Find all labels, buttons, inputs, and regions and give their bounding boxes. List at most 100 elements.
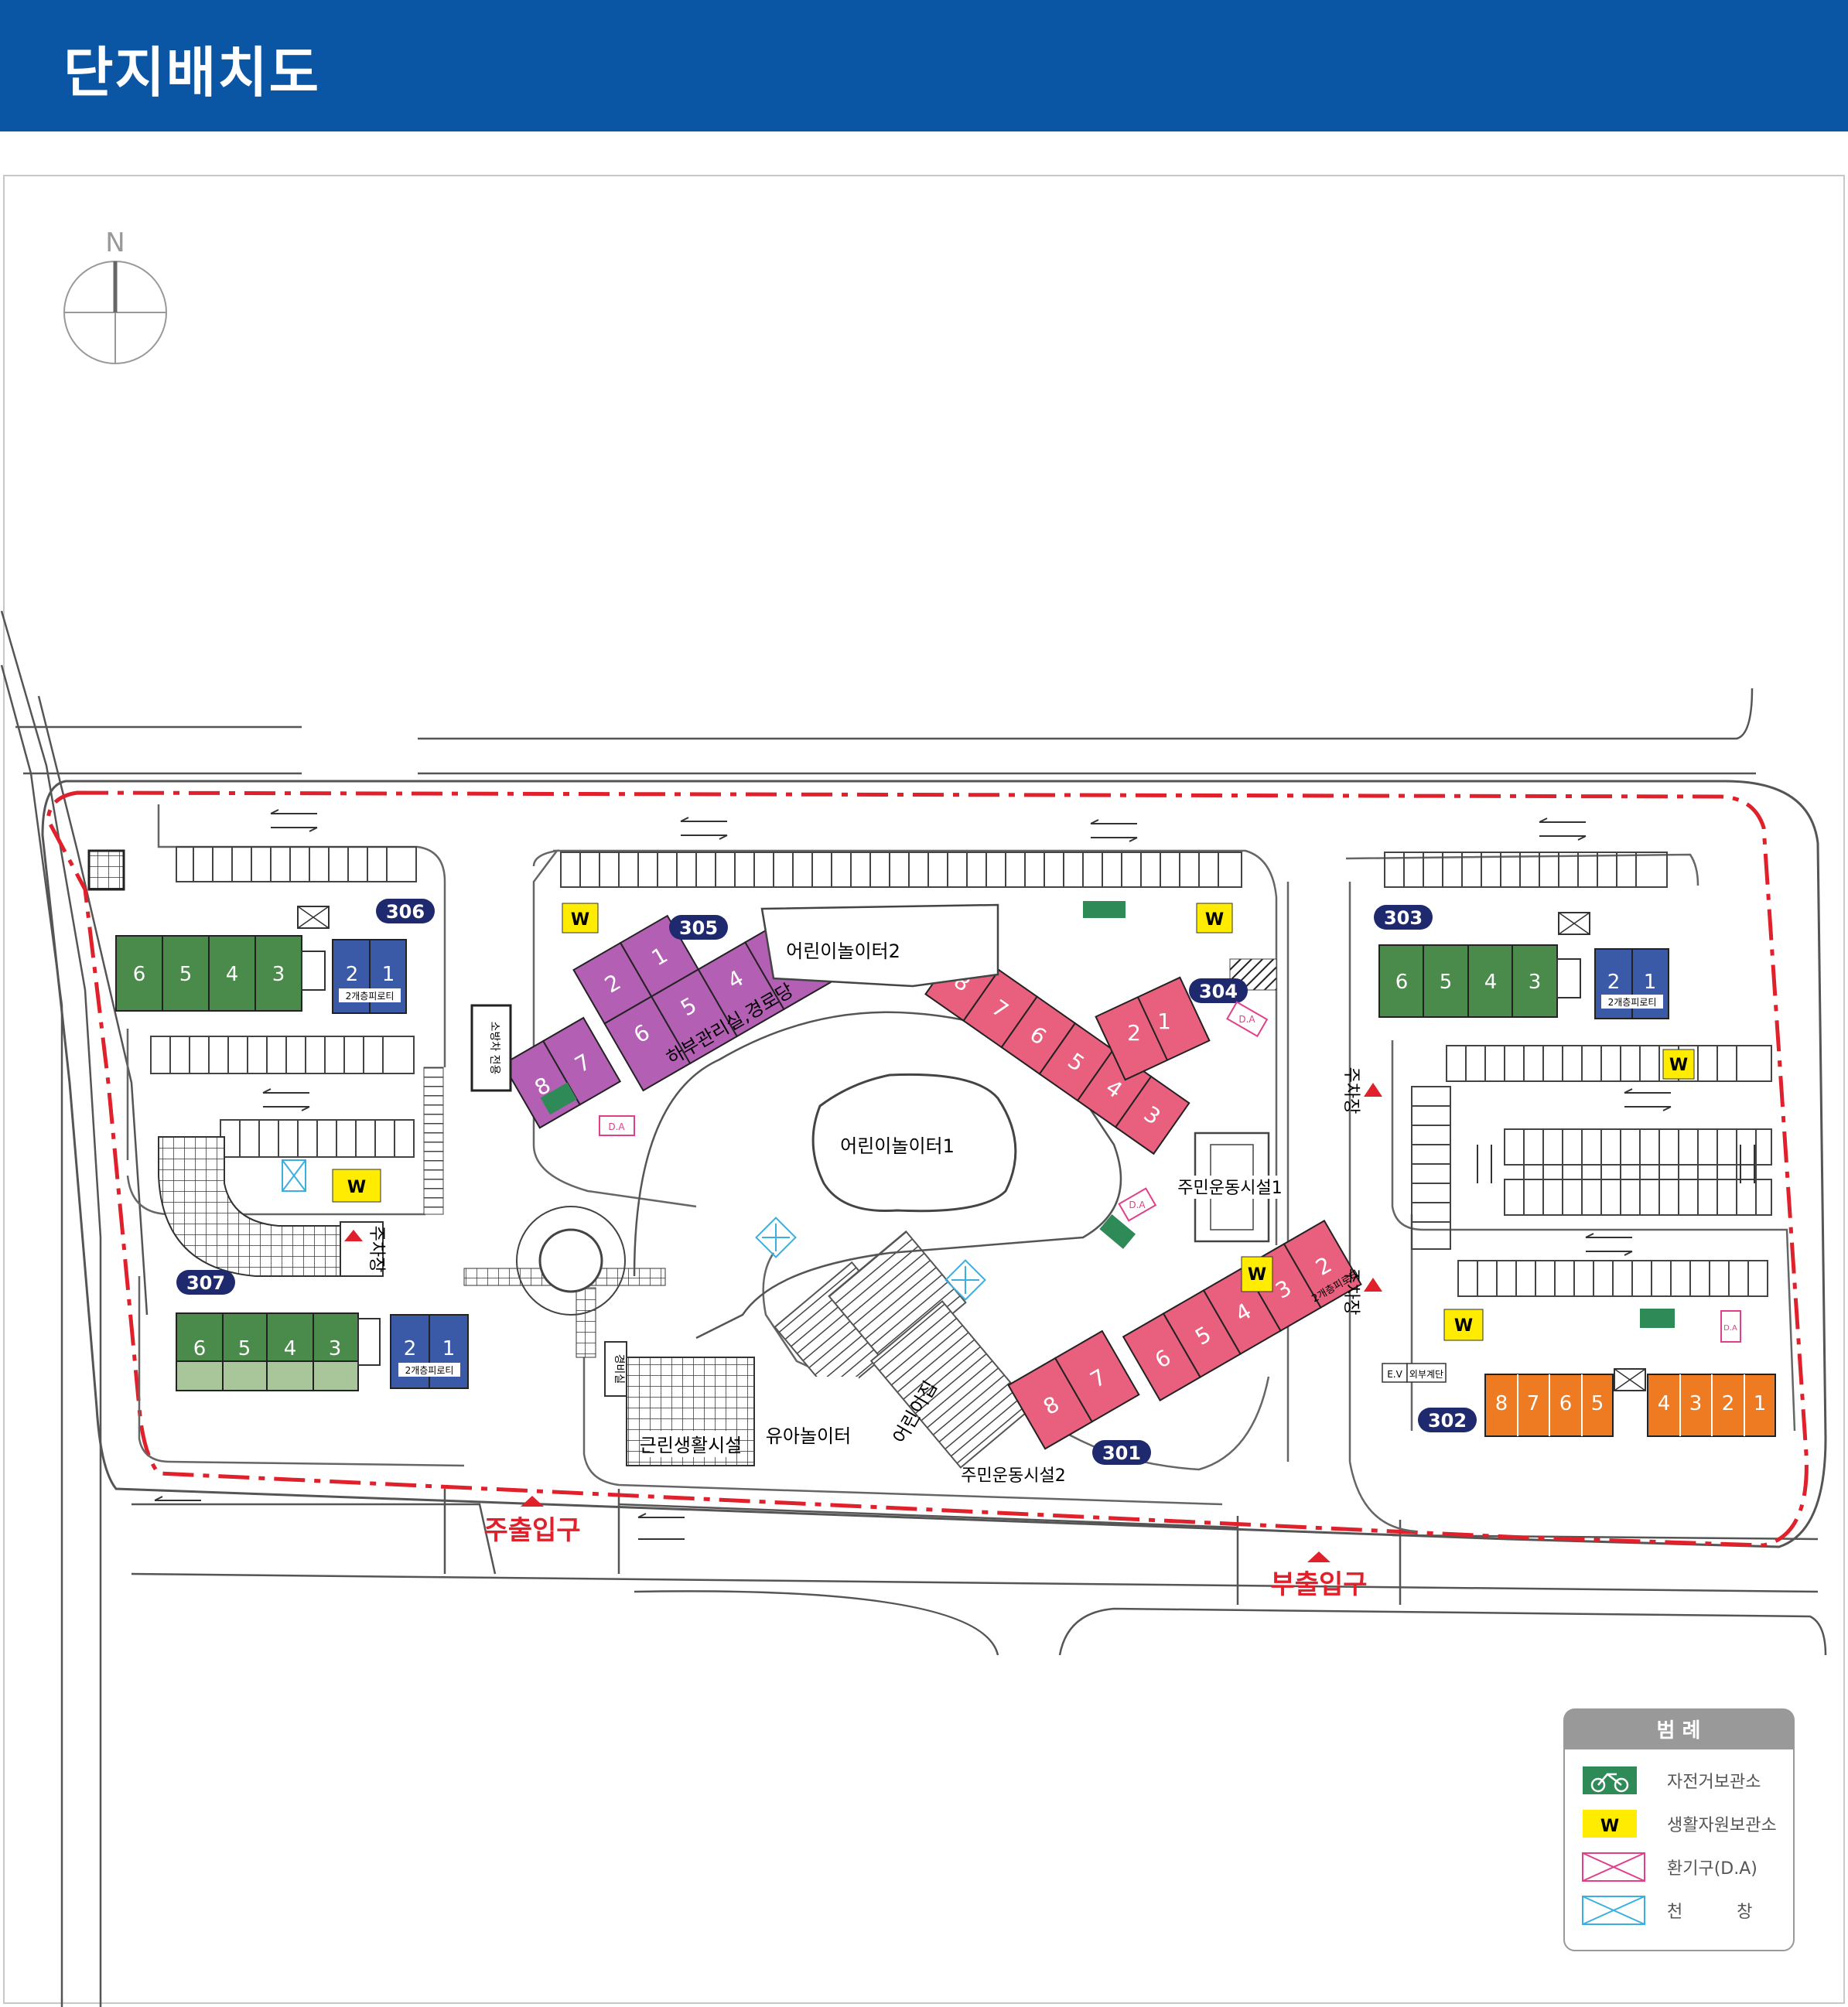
w-mark-305: W xyxy=(571,910,589,930)
building-303[interactable]: 6 5 4 3 2 1 2개층피로티 303 xyxy=(1374,905,1669,1019)
unit-302-5: 5 xyxy=(1591,1392,1604,1415)
legend: 범 례 자전거보관소 W 생활자원보관소 환기구(D.A) 천 창 xyxy=(1563,1708,1795,1951)
legend-item-recycle: W 생활자원보관소 xyxy=(1583,1810,1777,1838)
unit-306-1: 1 xyxy=(382,963,395,986)
nursery[interactable]: 유아놀이터 xyxy=(766,1377,859,1462)
guard-house[interactable]: 경비실 xyxy=(604,1341,627,1397)
retail[interactable]: 근린생활시설 xyxy=(640,1431,742,1457)
unit-307-1: 1 xyxy=(442,1337,456,1360)
compass-north-label: N xyxy=(105,227,125,258)
piloti-307: 2개층피로티 xyxy=(405,1365,454,1376)
building-305[interactable]: 8 7 6 5 4 3 2 1 하부관리실,경로당 305 xyxy=(480,862,832,1145)
legend-label-recycle: 생활자원보관소 xyxy=(1667,1816,1777,1835)
parking-label-west: 주차장 xyxy=(367,1226,386,1273)
legend-label-vent: 환기구(D.A) xyxy=(1667,1859,1757,1879)
guard-label: 경비실 xyxy=(613,1354,625,1384)
unit-307-4: 4 xyxy=(284,1337,297,1360)
da-mark-2: D.A xyxy=(1238,1014,1255,1025)
da-mark-1: D.A xyxy=(608,1121,625,1132)
fire-zone-label: 소방차 전용 xyxy=(488,1022,500,1075)
legend-title: 범 례 xyxy=(1657,1719,1701,1742)
unit-303-5: 5 xyxy=(1440,971,1453,994)
w-mark-302: W xyxy=(1454,1316,1473,1336)
skylights xyxy=(282,1159,986,1301)
unit-303-1: 1 xyxy=(1644,971,1657,994)
w-mark-303: W xyxy=(1669,1056,1688,1075)
fire-lane-zone: 소방차 전용 xyxy=(470,1004,512,1092)
playground1-area xyxy=(811,1073,1017,1213)
outer-stairs-label: 외부계단 xyxy=(1409,1369,1443,1380)
unit-307-5: 5 xyxy=(238,1337,251,1360)
building-302[interactable]: 8 7 6 5 4 3 2 1 302 xyxy=(1418,1368,1776,1437)
ev-label: E.V xyxy=(1387,1369,1402,1380)
legend-label-skylight: 천 창 xyxy=(1667,1903,1752,1922)
parking-sign-east-2[interactable]: 주차장 xyxy=(1341,1268,1382,1316)
bike-racks xyxy=(540,901,1675,1328)
legend-item-vent: 환기구(D.A) xyxy=(1582,1852,1757,1882)
map-frame xyxy=(3,175,1845,2004)
unit-306-3: 3 xyxy=(272,963,285,986)
parking-label-east1: 주차장 xyxy=(1341,1067,1361,1114)
unit-303-2: 2 xyxy=(1607,971,1621,994)
w-mark-301: W xyxy=(1248,1265,1266,1285)
recycle-w-icon xyxy=(1583,1810,1637,1838)
badge-305: 305 xyxy=(679,917,718,939)
unit-306-2: 2 xyxy=(346,963,359,986)
legend-item-skylight: 천 창 xyxy=(1582,1896,1752,1925)
building-304[interactable]: 8 7 6 5 4 3 2 1 304 xyxy=(924,942,1248,1155)
site-wall xyxy=(41,780,1827,1548)
unit-307-6: 6 xyxy=(193,1337,207,1360)
badge-302: 302 xyxy=(1428,1410,1467,1432)
badge-307: 307 xyxy=(186,1272,225,1294)
parking-sign-east-1[interactable]: 주차장 xyxy=(1341,1067,1382,1114)
badge-303: 303 xyxy=(1384,907,1423,929)
w-mark-306: W xyxy=(347,1178,366,1197)
unit-302-8: 8 xyxy=(1495,1392,1508,1415)
piloti-306: 2개층피로티 xyxy=(346,991,395,1002)
retail-label: 근린생활시설 xyxy=(640,1435,742,1456)
unit-302-7: 7 xyxy=(1527,1392,1540,1415)
sub-entrance[interactable]: 부출입구 xyxy=(1270,1551,1368,1600)
building-307[interactable]: 6 5 4 3 2 1 2개층피로티 307 xyxy=(176,1270,469,1391)
unit-302-2: 2 xyxy=(1722,1392,1735,1415)
playground2-label: 어린이놀이터2 xyxy=(786,940,900,962)
nursery-label: 유아놀이터 xyxy=(766,1425,851,1447)
sub-entrance-label: 부출입구 xyxy=(1270,1569,1367,1600)
unit-307-2: 2 xyxy=(404,1337,417,1360)
sports1[interactable]: 주민운동시설1 xyxy=(1176,1131,1284,1243)
da-mark-3: D.A xyxy=(1129,1200,1146,1210)
sports1-label: 주민운동시설1 xyxy=(1177,1179,1282,1198)
ev-outer-stairs[interactable]: E.V 외부계단 xyxy=(1382,1363,1447,1383)
playground1-label: 어린이놀이터1 xyxy=(840,1135,955,1157)
unit-306-5: 5 xyxy=(179,963,193,986)
legend-item-bike: 자전거보관소 xyxy=(1583,1766,1761,1794)
unit-304-1: 1 xyxy=(1157,1009,1171,1034)
internal-blocks xyxy=(126,804,1796,1533)
recycling-marks: W W W W W W xyxy=(332,903,1695,1341)
header-bar: 단지배치도 xyxy=(0,0,1848,131)
badge-301: 301 xyxy=(1102,1442,1141,1464)
parking-stalls xyxy=(150,846,1772,1297)
playground2[interactable]: 어린이놀이터2 xyxy=(760,903,999,988)
main-entrance-label: 주출입구 xyxy=(483,1515,580,1546)
da-mark-4: D.A xyxy=(1723,1324,1737,1333)
building-301[interactable]: 8 7 6 5 4 3 2 2개층피로티 301 xyxy=(1007,1206,1364,1465)
unit-302-1: 1 xyxy=(1754,1392,1767,1415)
unit-302-3: 3 xyxy=(1689,1392,1703,1415)
parking-sign-west[interactable]: 주차장 xyxy=(340,1221,386,1277)
unit-307-3: 3 xyxy=(329,1337,342,1360)
site-boundary xyxy=(46,790,1809,1548)
unit-303-3: 3 xyxy=(1529,971,1542,994)
badge-304: 304 xyxy=(1199,981,1238,1002)
w-mark-304: W xyxy=(1205,910,1224,930)
legend-label-bike: 자전거보관소 xyxy=(1667,1773,1761,1792)
badge-306: 306 xyxy=(386,901,425,923)
main-entrance[interactable]: 주출입구 xyxy=(483,1496,581,1546)
unit-303-4: 4 xyxy=(1484,971,1498,994)
page-title: 단지배치도 xyxy=(63,41,320,104)
unit-306-4: 4 xyxy=(226,963,239,986)
building-306[interactable]: 6 5 4 3 2 1 2개층피로티 306 xyxy=(115,899,435,1014)
piloti-303: 2개층피로티 xyxy=(1608,997,1657,1008)
unit-302-6: 6 xyxy=(1559,1392,1573,1415)
